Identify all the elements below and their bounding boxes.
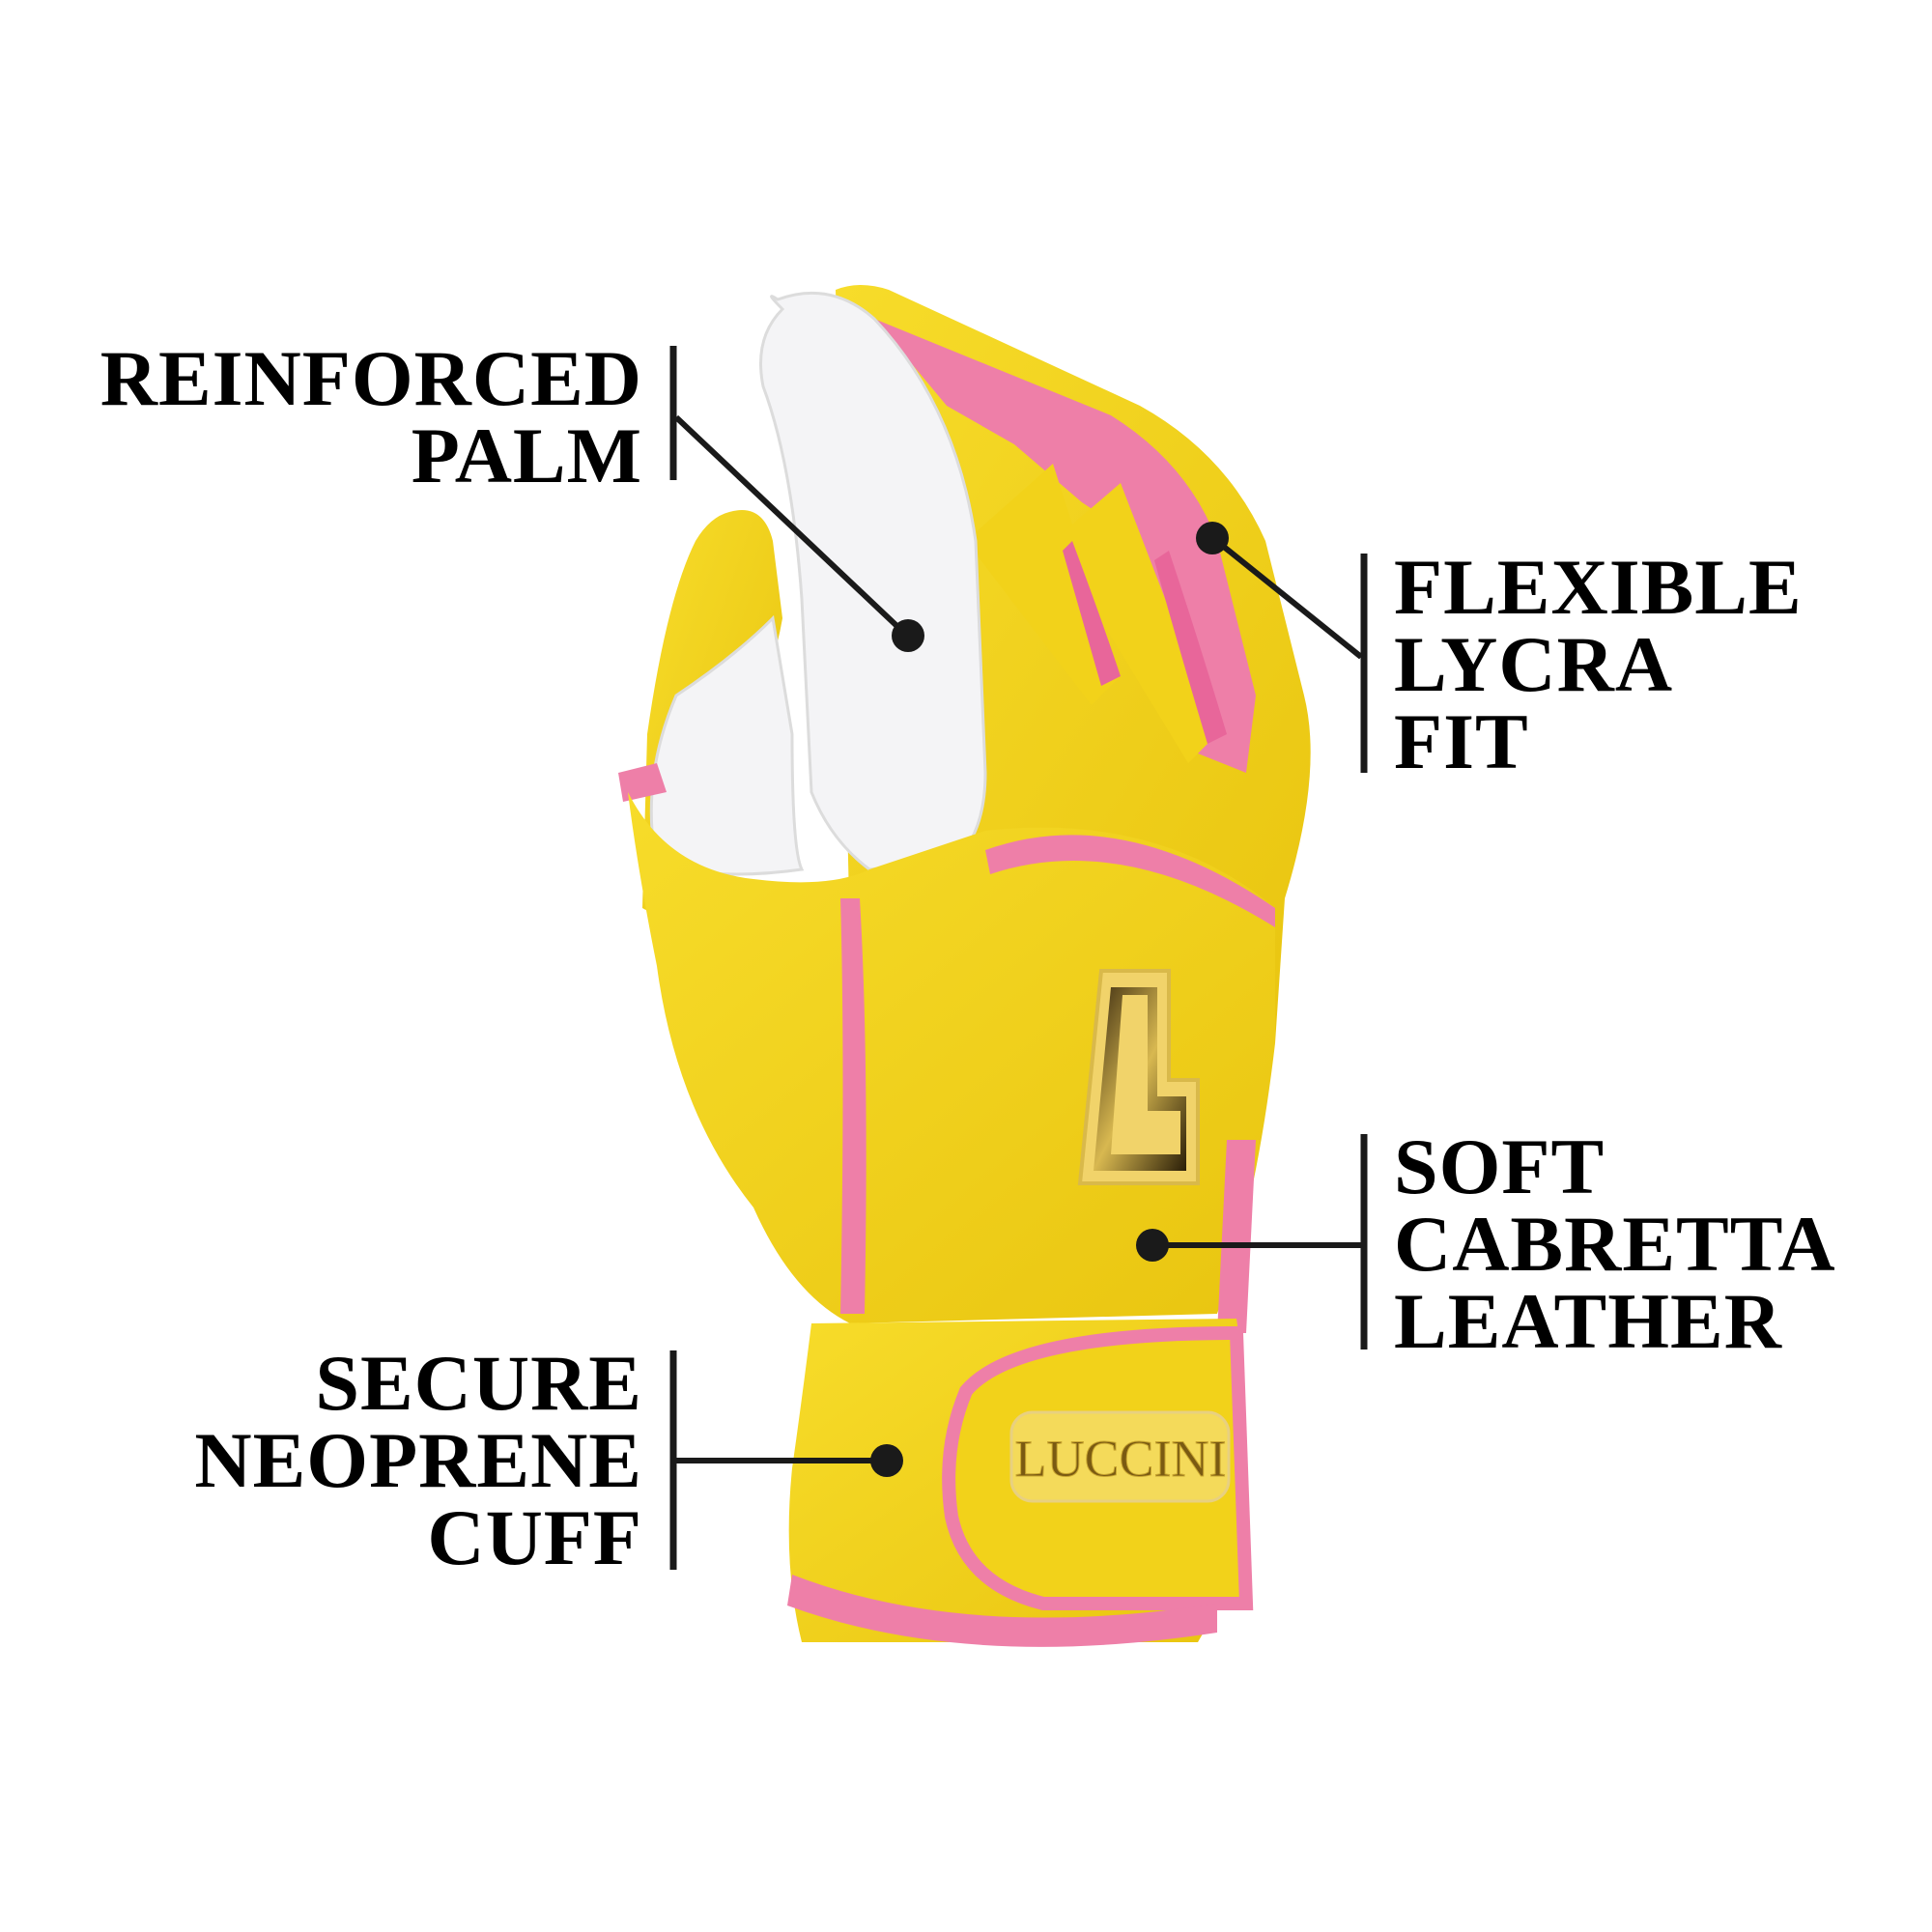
label-line: CABRETTA (1394, 1200, 1836, 1288)
label-line: FLEXIBLE (1394, 543, 1803, 631)
callout-reinforced-palm-leader (669, 346, 924, 652)
l-logo-badge (1077, 969, 1200, 1185)
label-line: PALM (411, 412, 642, 499)
label-line: NEOPRENE (194, 1416, 642, 1504)
label-reinforced-palm: REINFORCED PALM (99, 334, 642, 499)
callout-secure-neoprene-leader (669, 1350, 903, 1570)
label-line: SECURE (315, 1339, 642, 1427)
luccini-badge: LUCCINI (1009, 1410, 1231, 1503)
label-line: FIT (1394, 697, 1529, 785)
label-line: LYCRA (1394, 620, 1674, 708)
label-flexible-lycra-fit: FLEXIBLE LYCRA FIT (1394, 543, 1803, 785)
label-line: LEATHER (1394, 1277, 1782, 1365)
label-line: REINFORCED (99, 334, 642, 422)
label-line: SOFT (1394, 1122, 1605, 1210)
callout-flexible-lycra-leader (1196, 522, 1368, 773)
label-secure-neoprene-cuff: SECURE NEOPRENE CUFF (194, 1339, 642, 1581)
label-soft-cabretta-leather: SOFT CABRETTA LEATHER (1394, 1122, 1836, 1365)
svg-text:LUCCINI: LUCCINI (1015, 1430, 1227, 1488)
glove-body (618, 285, 1311, 1647)
callout-soft-cabretta-leader (1136, 1134, 1368, 1350)
label-line: CUFF (427, 1493, 642, 1581)
